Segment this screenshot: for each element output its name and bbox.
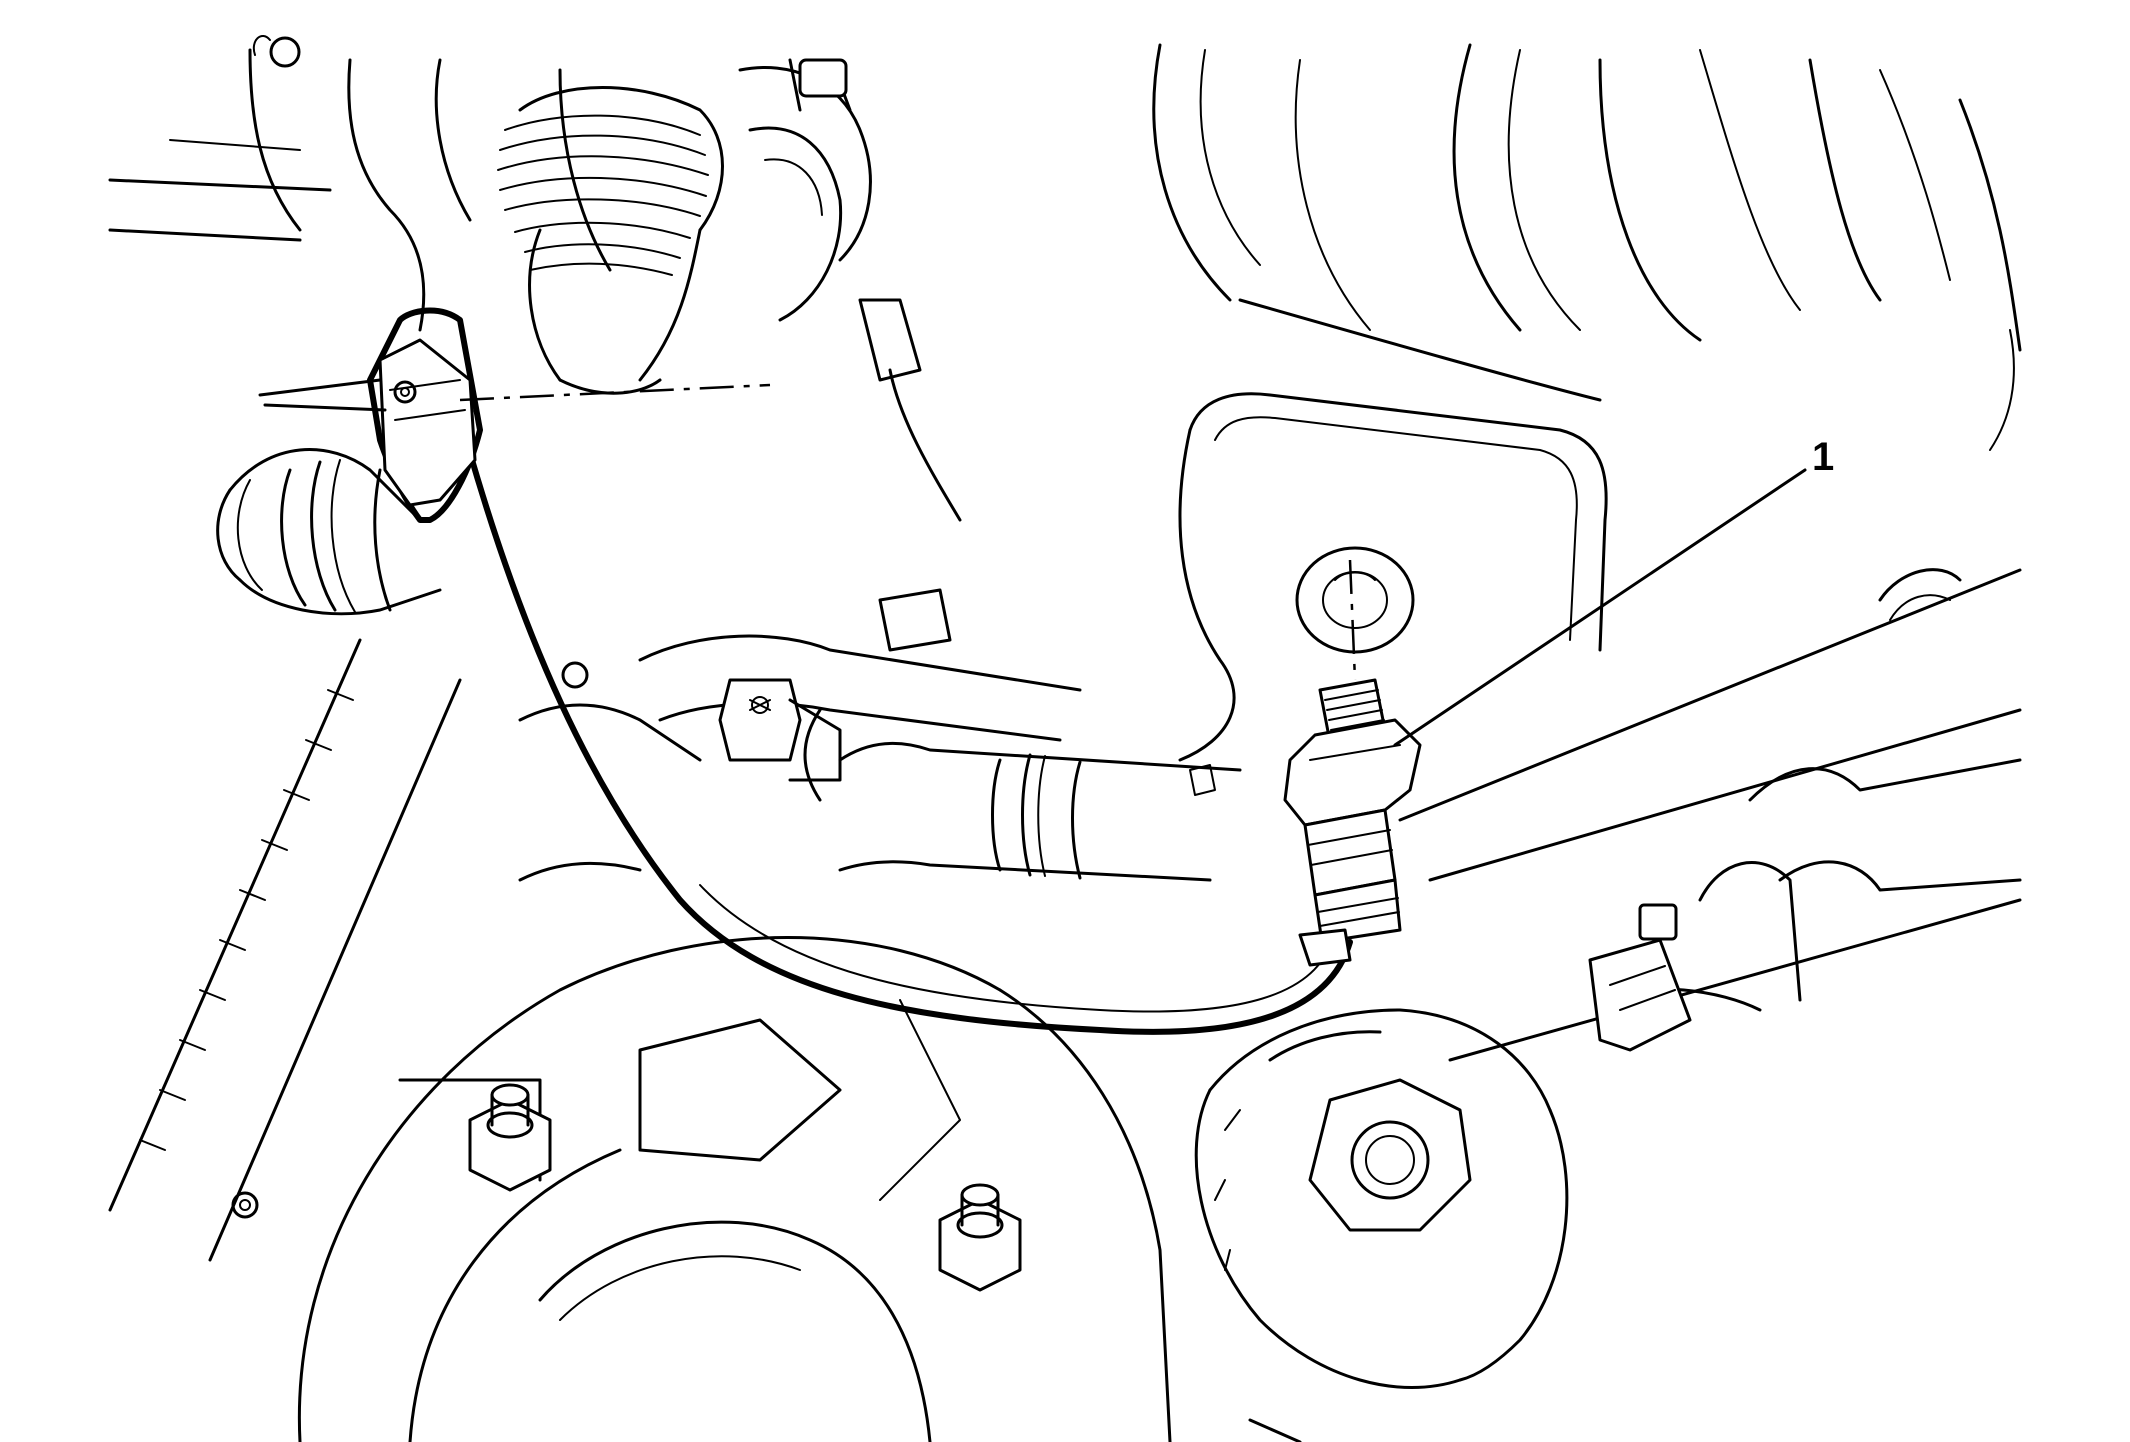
housing-bolt-left <box>468 1083 552 1192</box>
misc-fasteners <box>231 588 1216 1219</box>
right-connector <box>1588 903 1692 1052</box>
pulley-housing <box>297 936 1172 1442</box>
upper-left-hoses <box>108 35 612 332</box>
center-fitting <box>718 678 842 782</box>
callout-1-label: 1 <box>1812 435 1834 479</box>
corrugated-intake-duct <box>497 86 724 395</box>
radiator-edge <box>108 638 462 1262</box>
engine-cover-outline <box>1152 43 2022 451</box>
coolant-hose-left <box>216 448 442 616</box>
middle-pipes <box>518 634 1242 882</box>
oil-filter-housing <box>1194 1008 1569 1442</box>
oxygen-sensor <box>1283 559 1422 944</box>
sensor-harness <box>447 377 1353 1035</box>
throttle-body <box>738 58 962 522</box>
harness-connector <box>367 307 483 523</box>
exhaust-manifold <box>1178 392 1608 762</box>
connector-leader-lines <box>258 378 771 412</box>
housing-bolt-right <box>938 1183 1022 1292</box>
callout-1: 1 <box>1393 435 1834 747</box>
right-side-tubes <box>1398 568 2022 1062</box>
